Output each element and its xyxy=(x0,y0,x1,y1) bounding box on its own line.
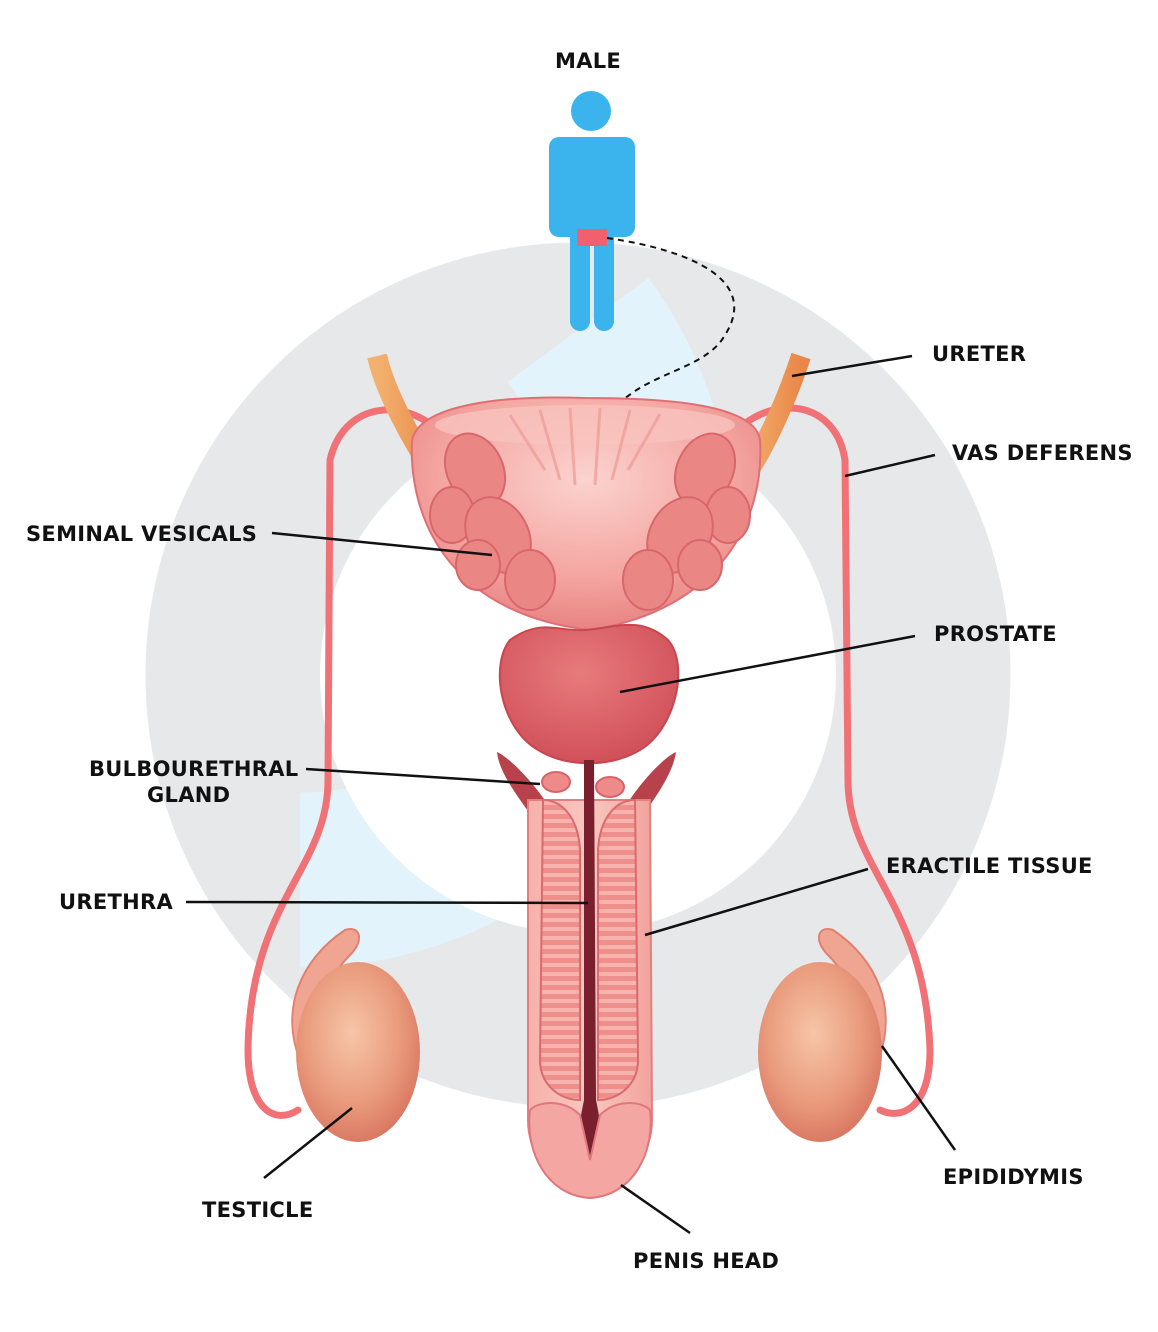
title-label: MALE xyxy=(555,49,622,73)
leader-epididymis xyxy=(880,1045,957,1151)
leader-eractile-tissue xyxy=(644,867,869,937)
label-urethra: URETHRA xyxy=(59,890,173,914)
leader-vas-deferens xyxy=(844,453,936,478)
label-bulbourethral-gland: BULBOURETHRAL GLAND xyxy=(89,757,298,807)
dashed-connector xyxy=(594,237,736,451)
leader-penis-head xyxy=(620,1183,691,1235)
testicle-right xyxy=(758,928,887,1142)
label-prostate: PROSTATE xyxy=(934,622,1057,646)
label-ureter: URETER xyxy=(932,342,1027,366)
leader-ureter xyxy=(791,354,913,378)
urethra xyxy=(579,760,601,1160)
label-eractile-tissue: ERACTILE TISSUE xyxy=(886,854,1093,878)
testicle-left xyxy=(291,928,420,1142)
leader-lines xyxy=(185,354,957,1235)
label-bulbourethral-line2: GLAND xyxy=(147,783,231,807)
penis-head xyxy=(528,1102,652,1200)
label-bulbourethral-line1: BULBOURETHRAL xyxy=(89,757,299,781)
leader-urethra xyxy=(185,900,589,905)
vas-deferens xyxy=(244,404,934,1119)
leader-testicle xyxy=(263,1107,353,1179)
person-icon xyxy=(549,91,635,331)
label-seminal-vesicals: SEMINAL VESICALS xyxy=(26,522,258,546)
leader-prostate xyxy=(619,634,916,694)
leader-bulbourethral xyxy=(305,767,541,786)
prostate xyxy=(498,623,680,765)
bulbourethral-glands xyxy=(541,771,625,798)
label-testicle: TESTICLE xyxy=(202,1198,314,1222)
highlight-marker xyxy=(577,229,607,246)
label-vas-deferens: VAS DEFERENS xyxy=(952,441,1133,465)
seminal-vesicles xyxy=(429,432,751,611)
label-penis-head: PENIS HEAD xyxy=(633,1249,780,1273)
label-epididymis: EPIDIDYMIS xyxy=(943,1165,1084,1189)
leader-seminal-vesicals xyxy=(271,531,493,557)
